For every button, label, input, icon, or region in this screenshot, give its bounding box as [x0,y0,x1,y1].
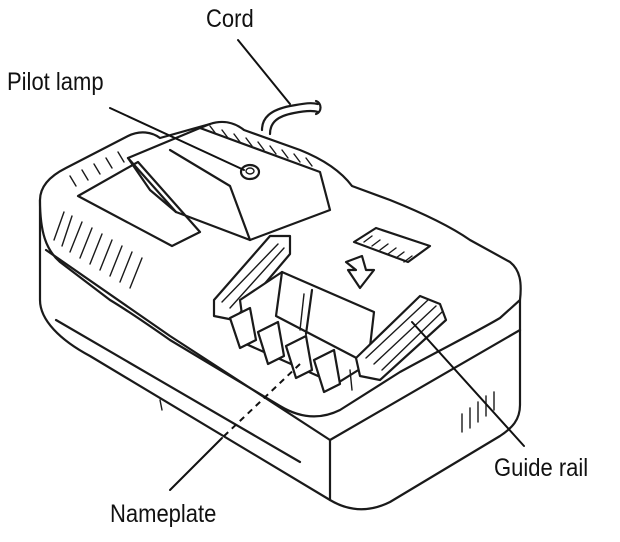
nameplate-label: Nameplate [110,500,217,528]
battery-slot [212,234,448,394]
cord-leader [237,39,291,105]
pilot-lamp [239,163,261,181]
front-vents [53,211,143,289]
top-housing [69,122,332,242]
nameplate-leader [169,437,223,491]
pilot-lamp-label: Pilot lamp [7,68,104,96]
insert-direction-arrow [344,254,376,290]
guide-rail-leader [411,321,525,447]
cord [260,99,322,136]
guide-rail-label: Guide rail [494,454,589,482]
label-window [76,160,202,248]
cord-label: Cord [206,5,254,33]
nameplate-leader-dashed [221,363,301,439]
pilot-lamp-leader [109,107,245,171]
rear-vents [352,226,432,264]
